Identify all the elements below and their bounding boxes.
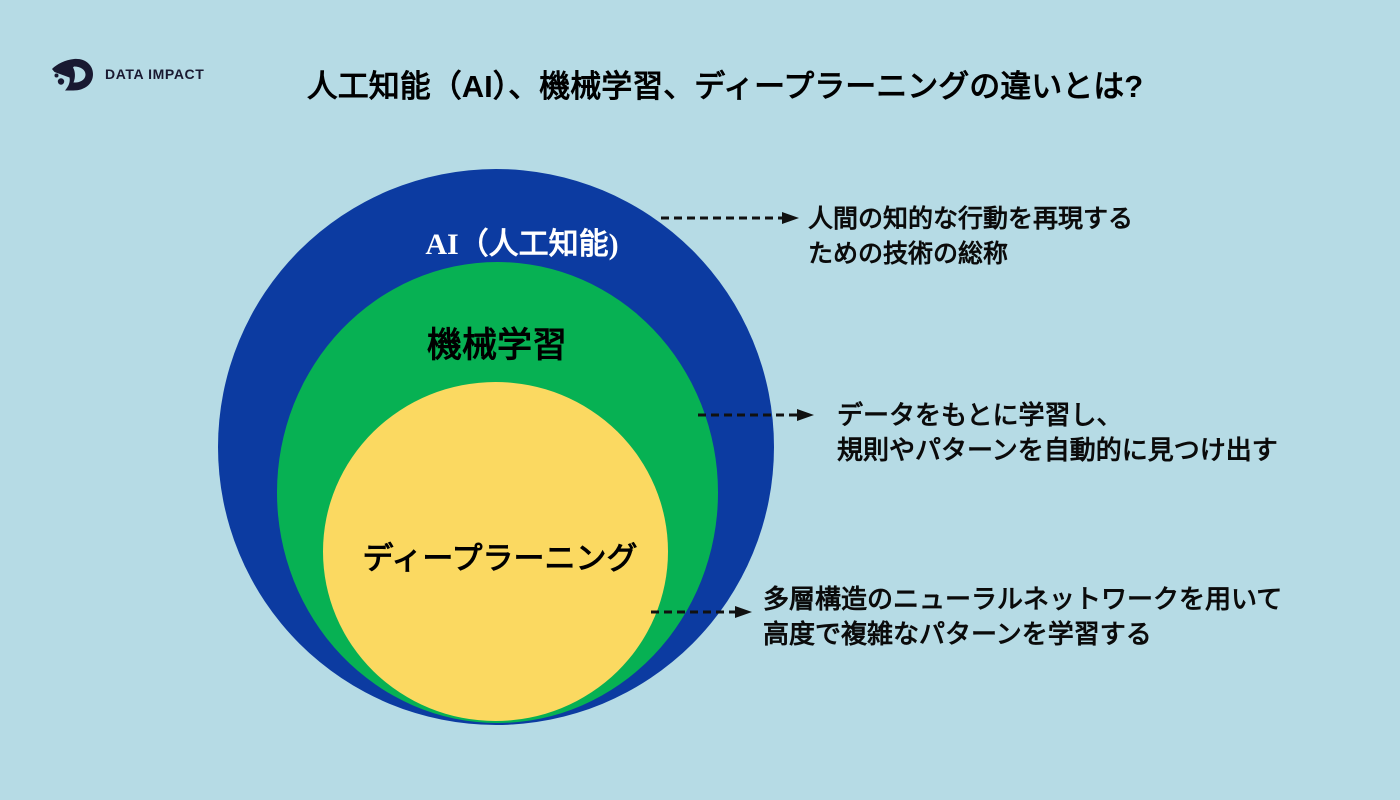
annotation-line: ための技術の総称 [808, 240, 1009, 268]
arrow-head-icon [782, 212, 799, 224]
arrow-head-icon [735, 606, 752, 618]
logo-dot-small [59, 69, 64, 73]
logo-dot-medium [54, 73, 59, 78]
annotation-line: 規則やパターンを自動的に見つけ出す [837, 435, 1278, 465]
brand-logo: DATA IMPACT [52, 56, 204, 92]
dl-annotation-arrow-icon [651, 606, 752, 618]
annotation-line: 多層構造のニューラルネットワークを用いて [763, 584, 1283, 614]
annotation-line: データをもとに学習し、 [837, 400, 1123, 430]
logo-d-swoosh [52, 58, 93, 91]
data-impact-logo-icon [52, 58, 93, 91]
dl-annotation: 多層構造のニューラルネットワークを用いて 高度で複雑なパターンを学習する [763, 582, 1282, 652]
brand-name: DATA IMPACT [105, 66, 205, 82]
arrow-head-icon [797, 409, 814, 421]
ml-circle-label: 機械学習 [426, 326, 567, 365]
dl-circle-label: ディープラーニング [362, 541, 638, 576]
annotation-line: 高度で複雑なパターンを学習する [763, 619, 1152, 649]
ml-annotation: データをもとに学習し、 規則やパターンを自動的に見つけ出す [837, 398, 1278, 468]
ml-annotation-arrow-icon [698, 409, 814, 421]
ai-annotation-arrow-icon [661, 212, 799, 224]
dl-circle [323, 382, 668, 721]
ai-circle-label: AI（人工知能) [425, 228, 619, 261]
logo-dot-large [57, 78, 65, 85]
page-title: 人工知能（AI）、機械学習、ディープラーニングの違いとは? [306, 69, 1144, 104]
ai-annotation: 人間の知的な行動を再現する ための技術の総称 [808, 202, 1133, 272]
annotation-line: 人間の知的な行動を再現する [808, 205, 1134, 233]
